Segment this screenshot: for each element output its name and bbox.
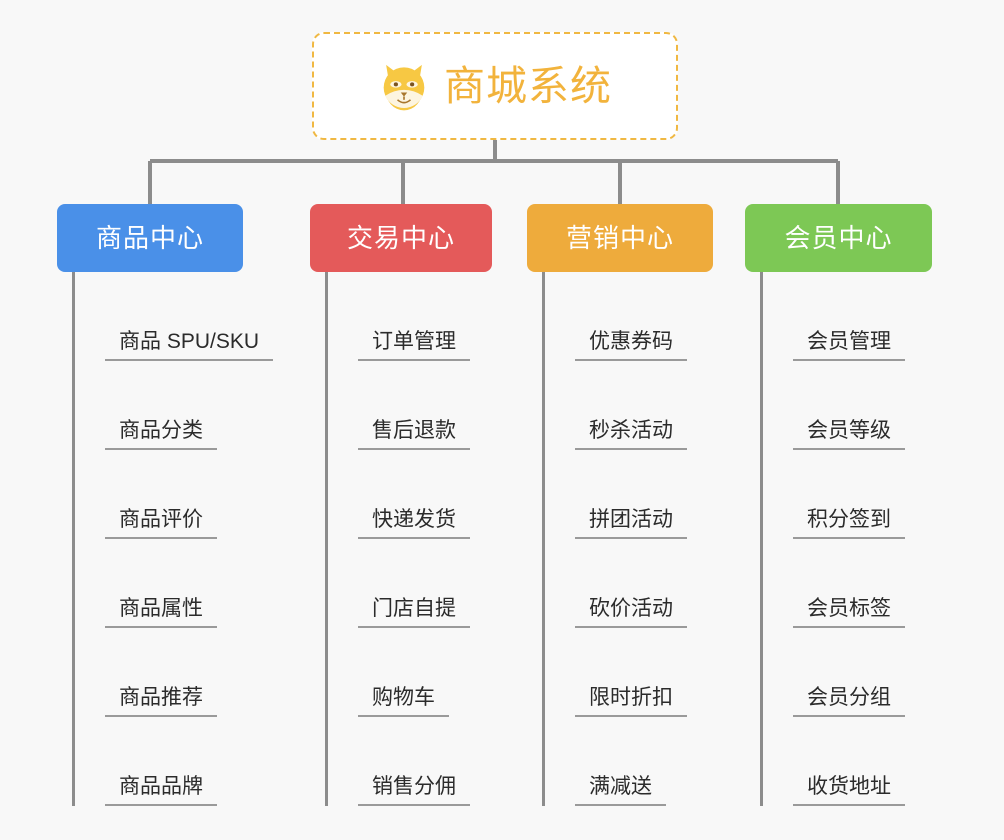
leaf-underline: 会员管理: [793, 329, 905, 361]
leaf-item[interactable]: 销售分佣: [328, 717, 560, 806]
leaf-underline: 商品属性: [105, 596, 217, 628]
leaf-label: 门店自提: [372, 596, 456, 620]
leaf-underline: 商品推荐: [105, 685, 217, 717]
category-label: 交易中心: [346, 223, 455, 253]
leaf-label: 优惠券码: [589, 329, 673, 353]
leaf-label: 满减送: [589, 774, 652, 798]
leaf-underline: 商品评价: [105, 507, 217, 539]
leaf-item[interactable]: 门店自提: [328, 539, 560, 628]
leaf-label: 会员分组: [807, 685, 891, 709]
category-label: 营销中心: [565, 223, 674, 253]
leaf-underline: 购物车: [358, 685, 449, 717]
leaf-underline: 商品 SPU/SKU: [105, 329, 274, 361]
leaf-label: 秒杀活动: [589, 418, 673, 442]
leaf-underline: 售后退款: [358, 418, 470, 450]
category-box-marketing[interactable]: 营销中心: [527, 204, 713, 272]
category-box-trade[interactable]: 交易中心: [310, 204, 492, 272]
category-label: 商品中心: [95, 223, 204, 253]
root-node[interactable]: 商城系统: [312, 32, 678, 140]
leaf-label: 销售分佣: [372, 774, 456, 798]
leaf-underline: 限时折扣: [575, 685, 687, 717]
category-label: 会员中心: [784, 223, 893, 253]
leaf-label: 商品评价: [119, 507, 203, 531]
leaf-underline: 秒杀活动: [575, 418, 687, 450]
leaf-label: 会员管理: [807, 329, 891, 353]
leaf-label: 砍价活动: [589, 596, 673, 620]
leaf-label: 商品属性: [119, 596, 203, 620]
leaf-item[interactable]: 砍价活动: [545, 539, 777, 628]
category-column: 交易中心 订单管理 售后退款 快递发货 门店自提: [310, 204, 560, 806]
leaf-underline: 销售分佣: [358, 774, 470, 806]
leaf-list: 订单管理 售后退款 快递发货 门店自提 购物车: [325, 272, 560, 806]
leaf-underline: 会员分组: [793, 685, 905, 717]
root-title: 商城系统: [444, 62, 612, 109]
leaf-underline: 砍价活动: [575, 596, 687, 628]
leaf-item[interactable]: 积分签到: [763, 450, 995, 539]
leaf-label: 收货地址: [807, 774, 891, 798]
leaf-label: 售后退款: [372, 418, 456, 442]
leaf-item[interactable]: 售后退款: [328, 361, 560, 450]
leaf-label: 商品推荐: [119, 685, 203, 709]
leaf-label: 商品品牌: [119, 774, 203, 798]
leaf-item[interactable]: 商品推荐: [75, 628, 347, 717]
leaf-label: 商品分类: [119, 418, 203, 442]
leaf-item[interactable]: 会员管理: [763, 272, 995, 361]
leaf-underline: 优惠券码: [575, 329, 687, 361]
leaf-item[interactable]: 会员等级: [763, 361, 995, 450]
leaf-item[interactable]: 商品 SPU/SKU: [75, 272, 347, 361]
leaf-item[interactable]: 拼团活动: [545, 450, 777, 539]
leaf-item[interactable]: 订单管理: [328, 272, 560, 361]
leaf-label: 会员标签: [807, 596, 891, 620]
leaf-item[interactable]: 优惠券码: [545, 272, 777, 361]
leaf-label: 快递发货: [372, 507, 456, 531]
leaf-label: 积分签到: [807, 507, 891, 531]
leaf-underline: 商品品牌: [105, 774, 217, 806]
leaf-underline: 拼团活动: [575, 507, 687, 539]
category-box-product[interactable]: 商品中心: [57, 204, 243, 272]
leaf-label: 购物车: [372, 685, 435, 709]
leaf-item[interactable]: 会员标签: [763, 539, 995, 628]
leaf-item[interactable]: 限时折扣: [545, 628, 777, 717]
leaf-item[interactable]: 商品属性: [75, 539, 347, 628]
leaf-item[interactable]: 购物车: [328, 628, 560, 717]
leaf-underline: 积分签到: [793, 507, 905, 539]
category-column: 营销中心 优惠券码 秒杀活动 拼团活动 砍价活动: [527, 204, 777, 806]
category-column: 会员中心 会员管理 会员等级 积分签到 会员标签: [745, 204, 995, 806]
leaf-label: 商品 SPU/SKU: [119, 329, 260, 353]
leaf-item[interactable]: 商品分类: [75, 361, 347, 450]
leaf-item[interactable]: 商品品牌: [75, 717, 347, 806]
leaf-underline: 快递发货: [358, 507, 470, 539]
leaf-underline: 会员标签: [793, 596, 905, 628]
leaf-underline: 商品分类: [105, 418, 217, 450]
leaf-underline: 门店自提: [358, 596, 470, 628]
category-column: 商品中心 商品 SPU/SKU 商品分类 商品评价 商品属性: [57, 204, 347, 806]
leaf-list: 会员管理 会员等级 积分签到 会员标签 会员分组: [760, 272, 995, 806]
category-box-member[interactable]: 会员中心: [745, 204, 932, 272]
leaf-underline: 收货地址: [793, 774, 905, 806]
leaf-underline: 订单管理: [358, 329, 470, 361]
leaf-item[interactable]: 满减送: [545, 717, 777, 806]
leaf-list: 优惠券码 秒杀活动 拼团活动 砍价活动 限时折扣: [542, 272, 777, 806]
leaf-label: 限时折扣: [589, 685, 673, 709]
leaf-underline: 满减送: [575, 774, 666, 806]
leaf-list: 商品 SPU/SKU 商品分类 商品评价 商品属性 商品推荐: [72, 272, 347, 806]
leaf-label: 会员等级: [807, 418, 891, 442]
leaf-item[interactable]: 会员分组: [763, 628, 995, 717]
leaf-label: 订单管理: [372, 329, 456, 353]
shiba-dog-face-icon: [383, 64, 425, 111]
leaf-item[interactable]: 快递发货: [328, 450, 560, 539]
leaf-label: 拼团活动: [589, 507, 673, 531]
leaf-item[interactable]: 秒杀活动: [545, 361, 777, 450]
leaf-item[interactable]: 收货地址: [763, 717, 995, 806]
leaf-item[interactable]: 商品评价: [75, 450, 347, 539]
leaf-underline: 会员等级: [793, 418, 905, 450]
